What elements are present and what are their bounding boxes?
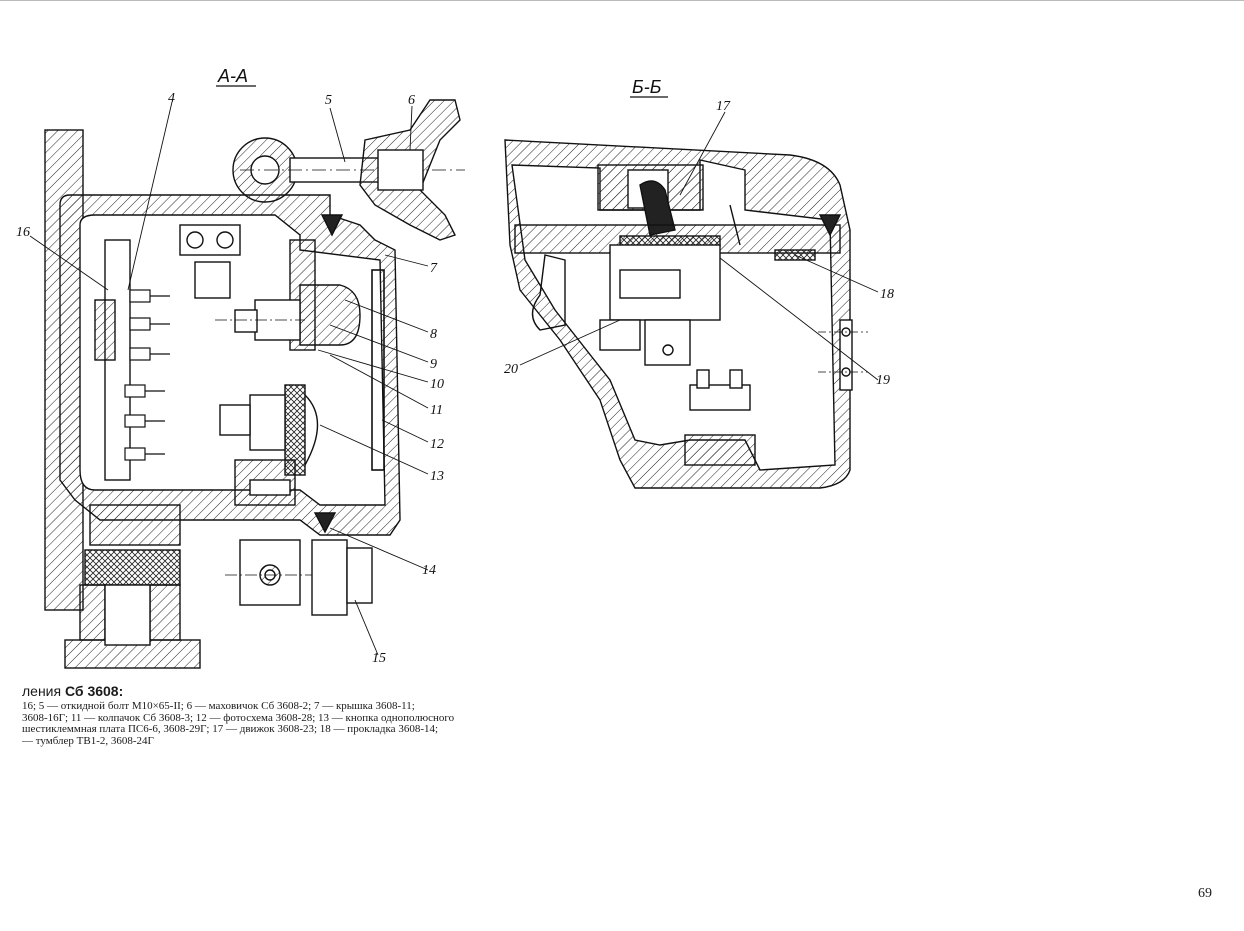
callout-18: 18 xyxy=(880,287,894,302)
callout-5: 5 xyxy=(325,93,332,108)
page-edge xyxy=(0,0,1244,1)
section-a-drawing xyxy=(29,99,465,669)
callout-20: 20 xyxy=(504,362,518,377)
caption-line: 3608-16Г; 11 — колпачок Сб 3608-3; 12 — … xyxy=(22,711,455,724)
callout-labels: 4 5 6 16 7 8 9 10 11 12 13 14 15 17 18 1… xyxy=(16,91,894,666)
technical-drawing: А-А Б-Б 4 5 6 16 7 8 9 10 11 12 13 14 15… xyxy=(16,66,894,669)
callout-10: 10 xyxy=(430,377,444,392)
figure-caption: ления Сб 3608: 16; 5 — откидной болт М10… xyxy=(22,683,542,747)
section-b-drawing xyxy=(504,111,879,489)
caption-title-prefix: ления xyxy=(22,683,62,699)
section-titles: А-А Б-Б xyxy=(216,66,668,98)
callout-8: 8 xyxy=(430,327,437,342)
callout-15: 15 xyxy=(372,651,386,666)
caption-body: 16; 5 — откидной болт М10×65-II; 6 — мах… xyxy=(22,700,542,747)
callout-11: 11 xyxy=(430,403,443,418)
caption-line: шестиклеммная плата ПС6-6, 3608-29Г; 17 … xyxy=(22,723,439,735)
callout-12: 12 xyxy=(430,437,444,452)
callout-16: 16 xyxy=(16,225,30,240)
callout-19: 19 xyxy=(876,373,890,388)
page-number: 69 xyxy=(1198,886,1212,901)
caption-title: ления Сб 3608: xyxy=(22,683,542,699)
callout-13: 13 xyxy=(430,469,444,484)
caption-title-bold: Сб 3608: xyxy=(64,683,124,699)
callout-6: 6 xyxy=(408,93,415,108)
section-title-a: А-А xyxy=(217,66,248,86)
callout-14: 14 xyxy=(422,563,436,578)
callout-4: 4 xyxy=(168,91,175,106)
callout-7: 7 xyxy=(430,261,438,276)
callout-17: 17 xyxy=(716,99,731,114)
callout-9: 9 xyxy=(430,357,437,372)
caption-line: — тумблер ТВ1-2, 3608-24Г xyxy=(22,734,154,747)
section-title-b: Б-Б xyxy=(632,77,662,97)
caption-line: 16; 5 — откидной болт М10×65-II; 6 — мах… xyxy=(22,700,415,712)
